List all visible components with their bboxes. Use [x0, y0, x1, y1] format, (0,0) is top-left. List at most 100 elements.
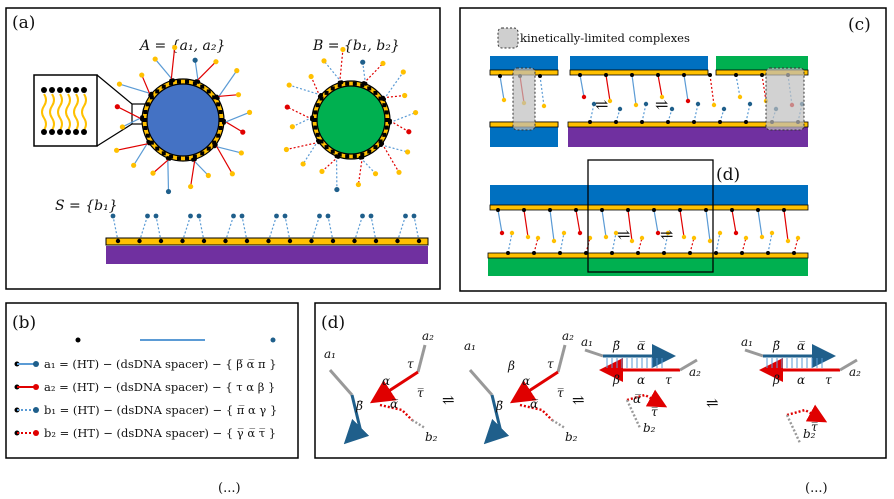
shell-anchor [218, 126, 223, 131]
label-tau: τ [407, 357, 414, 371]
shell-anchor [169, 154, 174, 159]
tether [507, 232, 513, 254]
tether [657, 74, 663, 98]
tether-tip [639, 235, 645, 241]
label-b2: b₂ [803, 427, 816, 441]
slab [490, 56, 558, 70]
headgroups [41, 87, 87, 135]
surface-linker [370, 215, 377, 242]
shell-anchor [206, 146, 211, 151]
tether [793, 237, 799, 254]
shell-anchor [218, 109, 223, 114]
label-tau-bar: τ̅ [651, 405, 658, 419]
tether [589, 103, 595, 123]
shell-anchor [143, 109, 148, 114]
kinetic-legend-swatch [497, 27, 519, 49]
tether [497, 209, 503, 234]
tether-tip [535, 235, 541, 241]
label-alpha-bar: α̅ [390, 397, 398, 411]
bilayer-top [569, 69, 709, 76]
panel-c-frame [459, 7, 887, 292]
sticky-end [404, 149, 411, 155]
linker [223, 111, 250, 124]
tether [605, 74, 611, 102]
shell-anchor [373, 90, 378, 95]
tether [579, 74, 585, 98]
linker-anchor [361, 81, 366, 86]
legend-row-a1: a₁ = (HT) − (dsDNA spacer) − { β̅ α̅ π } [14, 357, 277, 371]
particle-b [283, 46, 419, 193]
shell-anchor [142, 118, 147, 122]
tether-tip [525, 234, 531, 240]
panel-b-frame [5, 302, 299, 459]
panel-a: (a) A = {a₁, a₂} B = {b₁, b₂} S = {b₁} [5, 7, 441, 290]
tether-anchor [678, 208, 682, 212]
tether-tip [607, 98, 613, 104]
linker [141, 74, 151, 96]
tether-tip [665, 230, 671, 236]
tether [679, 209, 685, 238]
shell-anchor [143, 126, 148, 131]
a1-strand [328, 369, 354, 396]
tether-anchor [740, 251, 744, 255]
tether-tip [733, 230, 739, 236]
shell-anchor [360, 152, 365, 157]
tether-anchor [766, 251, 770, 255]
tether [767, 232, 773, 254]
tether-tip [691, 235, 697, 241]
linker [389, 112, 416, 124]
surface-anchor [137, 238, 142, 244]
tether-anchor [614, 120, 618, 124]
surface-anchor [352, 238, 357, 244]
tether [741, 237, 747, 254]
surface-linker [327, 215, 334, 242]
tether [757, 209, 763, 238]
tether [575, 209, 581, 234]
linker [167, 158, 170, 192]
tether-anchor [682, 73, 686, 77]
tether-anchor [578, 73, 582, 77]
label-alpha-bar: α̅ [797, 339, 805, 353]
shell-anchor [345, 81, 350, 86]
legend-a1: a₁ = (HT) − (dsDNA spacer) − { β̅ α̅ π } [44, 357, 277, 371]
sticky-end [114, 104, 120, 110]
red-strand [369, 370, 419, 404]
sticky-end [113, 147, 120, 153]
surface-sticky-end [368, 213, 374, 219]
label-tau: τ [665, 373, 672, 387]
linker [217, 70, 238, 99]
surface-linker [155, 215, 162, 242]
linker [389, 120, 410, 133]
a2-strand [679, 358, 698, 372]
shell-anchor [206, 89, 211, 94]
tether-anchor [718, 120, 722, 124]
surface-anchor [115, 238, 121, 244]
surface-sticky-end [282, 213, 288, 219]
surface-linker [413, 215, 420, 242]
linker [170, 47, 176, 81]
tether [709, 74, 715, 106]
linker-anchor [380, 141, 385, 146]
tether [637, 237, 643, 254]
sticky-end [205, 172, 211, 179]
tether [653, 209, 659, 234]
tether-tip [613, 230, 619, 236]
tether-anchor [792, 251, 796, 255]
linker [363, 62, 384, 84]
shell-anchor [145, 102, 150, 107]
tether-tip [617, 106, 623, 112]
label-alpha-bar: α̅ [633, 392, 641, 406]
surface-anchor [330, 238, 336, 244]
shell-anchor [216, 133, 221, 138]
tether-anchor [588, 120, 592, 124]
b2-handle [625, 399, 642, 429]
label-a2: a₂ [422, 329, 434, 343]
particle-a [113, 44, 253, 195]
tether [683, 74, 689, 102]
tether-anchor [626, 208, 630, 212]
shell-anchor [312, 118, 317, 122]
tether-anchor [584, 251, 588, 255]
tether-tip [551, 238, 557, 244]
tether-anchor [574, 208, 578, 212]
shell-anchor [324, 145, 329, 150]
